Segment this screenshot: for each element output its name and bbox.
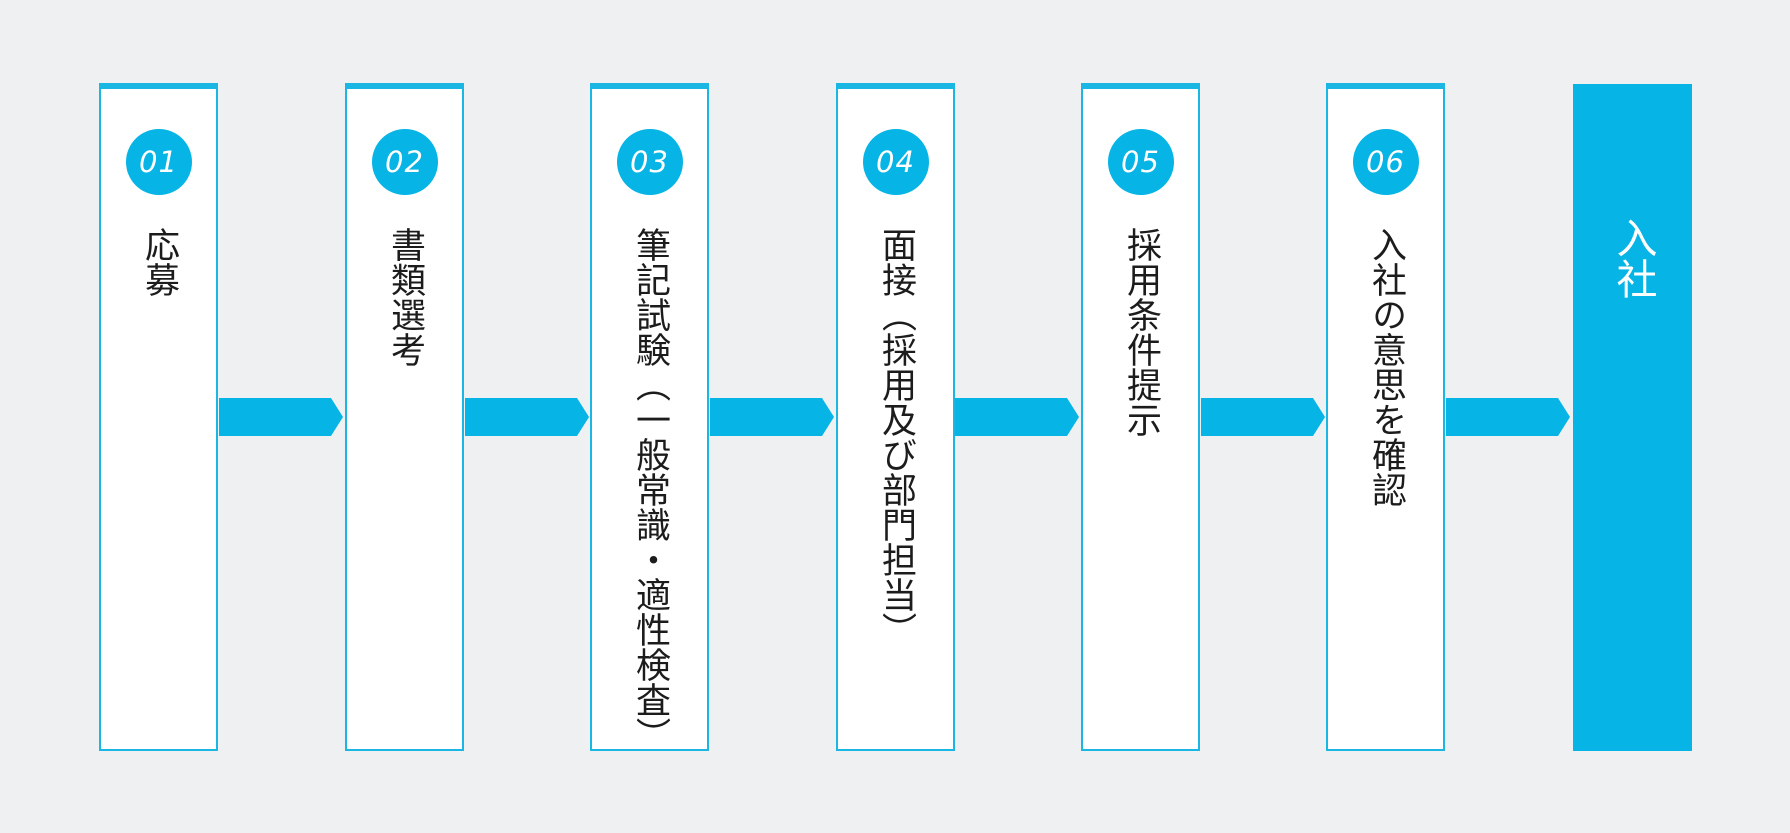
final-step-card: 入社 <box>1573 84 1692 751</box>
arrow-right-icon <box>955 398 1079 436</box>
arrow-right-icon <box>219 398 343 436</box>
step-number-badge: 04 <box>862 129 929 195</box>
step-label: 入社の意思を確認 <box>1366 227 1406 507</box>
step-card-5: 05 採用条件提示 <box>1081 83 1200 751</box>
step-number-badge: 03 <box>616 129 683 195</box>
final-step-label: 入社 <box>1609 217 1657 299</box>
arrow-right-icon <box>710 398 834 436</box>
step-label: 書類選考 <box>385 227 425 367</box>
step-label: 筆記試験︵一般常識・適性検査︶ <box>630 227 670 752</box>
step-card-3: 03 筆記試験︵一般常識・適性検査︶ <box>590 83 709 752</box>
step-label: 採用条件提示 <box>1121 227 1161 437</box>
step-number-badge: 06 <box>1352 129 1419 195</box>
arrow-right-icon <box>1201 398 1325 436</box>
step-number-badge: 05 <box>1107 129 1174 195</box>
step-card-4: 04 面接︵採用及び部門担当︶ <box>836 83 955 751</box>
step-card-1: 01 応募 <box>99 83 218 751</box>
arrow-right-icon <box>1446 398 1570 436</box>
step-number-badge: 02 <box>371 129 438 195</box>
step-label: 面接︵採用及び部門担当︶ <box>876 227 916 647</box>
step-card-6: 06 入社の意思を確認 <box>1326 83 1445 751</box>
step-card-2: 02 書類選考 <box>345 83 464 751</box>
step-label: 応募 <box>139 227 179 297</box>
arrow-right-icon <box>465 398 589 436</box>
step-number-badge: 01 <box>125 129 192 195</box>
